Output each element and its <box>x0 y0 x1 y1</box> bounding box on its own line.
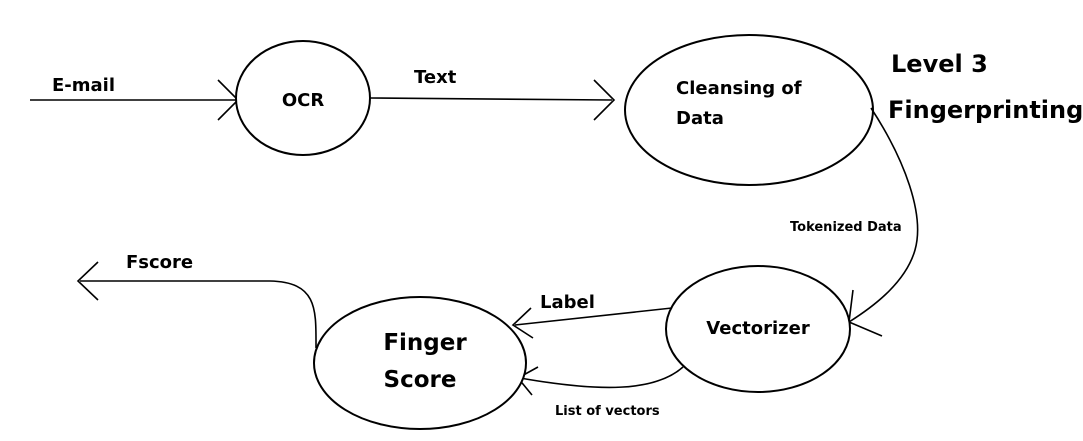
node-vectorizer: Vectorizer <box>665 265 851 393</box>
edge-tokenized-data-line <box>848 107 919 323</box>
edge-text-line <box>369 97 613 101</box>
node-finger-score-label-line2: Score <box>384 367 457 393</box>
edge-list-of-vectors: List of vectors <box>516 366 684 419</box>
edge-label-arrowhead <box>511 307 534 339</box>
node-finger-score-label-line1: Finger <box>383 330 467 356</box>
edge-tokenized-data: Tokenized Data <box>790 107 919 337</box>
node-finger-score: Finger Score <box>313 296 527 430</box>
edge-tokenized-data-label: Tokenized Data <box>790 220 902 235</box>
node-cleansing: Cleansing of Data <box>624 34 874 186</box>
edge-tokenized-data-arrowhead <box>848 289 883 337</box>
node-ocr-label: OCR <box>282 90 325 111</box>
node-cleansing-shape <box>624 34 874 186</box>
node-vectorizer-label: Vectorizer <box>706 318 810 339</box>
edge-label-line <box>514 307 673 326</box>
edge-list-of-vectors-label: List of vectors <box>555 404 660 419</box>
edge-email-label: E-mail <box>52 75 115 96</box>
diagram-title: Level 3 Fingerprinting <box>888 50 1083 124</box>
node-vectorizer-shape <box>665 265 851 393</box>
edge-text-arrowhead <box>593 79 616 121</box>
diagram-title-line2: Fingerprinting <box>888 96 1083 124</box>
node-finger-score-shape <box>313 296 527 430</box>
edge-list-of-vectors-line <box>519 366 684 389</box>
edge-label: Label <box>511 292 673 339</box>
edge-fscore-label: Fscore <box>126 252 193 273</box>
edge-fscore-arrowhead <box>76 261 99 301</box>
diagram-title-line1: Level 3 <box>891 50 988 78</box>
node-ocr: OCR <box>235 40 371 156</box>
edge-label-label: Label <box>540 292 595 313</box>
node-cleansing-label-line2: Data <box>676 108 724 129</box>
edge-text-label: Text <box>414 67 457 88</box>
node-cleansing-label-line1: Cleansing of <box>676 78 802 99</box>
edge-fscore-line <box>80 280 317 349</box>
edge-text: Text <box>369 67 616 121</box>
edge-email: E-mail <box>30 75 240 121</box>
edge-fscore: Fscore <box>76 252 317 349</box>
